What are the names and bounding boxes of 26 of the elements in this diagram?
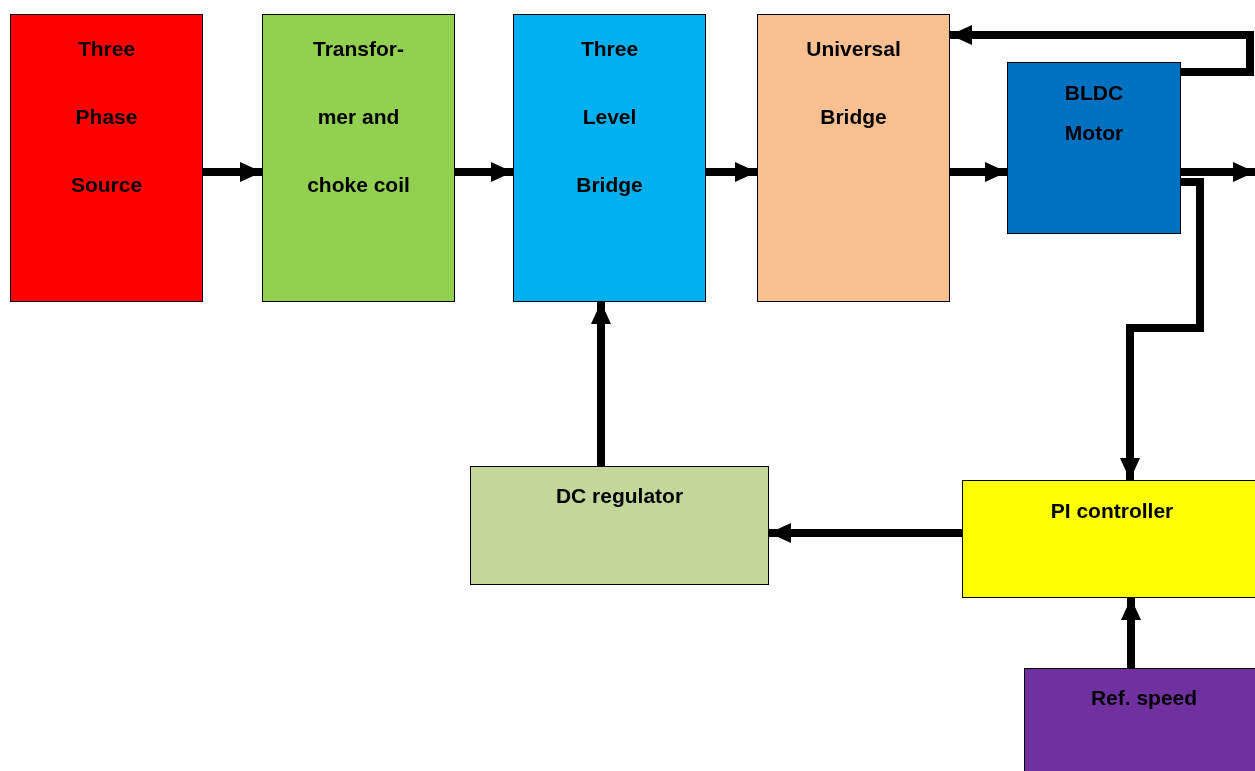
process-box	[262, 14, 455, 302]
box-label: BLDC Motor	[1063, 80, 1125, 146]
arrow	[706, 162, 757, 182]
process-box	[1007, 62, 1181, 234]
process-box	[1024, 668, 1255, 771]
arrow	[950, 162, 1007, 182]
process-box	[757, 14, 950, 302]
box-label: Transfor- mer and choke coil	[306, 36, 411, 198]
box-label: Ref. speed	[1089, 685, 1199, 711]
arrow	[1181, 162, 1255, 182]
box-label: DC regulator	[554, 483, 685, 509]
arrow	[1121, 598, 1141, 668]
process-box	[513, 14, 706, 302]
arrow	[203, 162, 262, 182]
box-label: Universal Bridge	[805, 36, 902, 130]
box-label: Three Phase Source	[69, 36, 144, 198]
arrow	[769, 523, 962, 543]
process-box	[470, 466, 769, 585]
arrow	[591, 302, 611, 466]
arrow	[1120, 178, 1204, 480]
process-box	[962, 480, 1255, 598]
arrow	[950, 25, 1254, 76]
box-label: PI controller	[1049, 498, 1175, 524]
box-label: Three Level Bridge	[575, 36, 644, 198]
process-box	[10, 14, 203, 302]
arrow	[455, 162, 513, 182]
